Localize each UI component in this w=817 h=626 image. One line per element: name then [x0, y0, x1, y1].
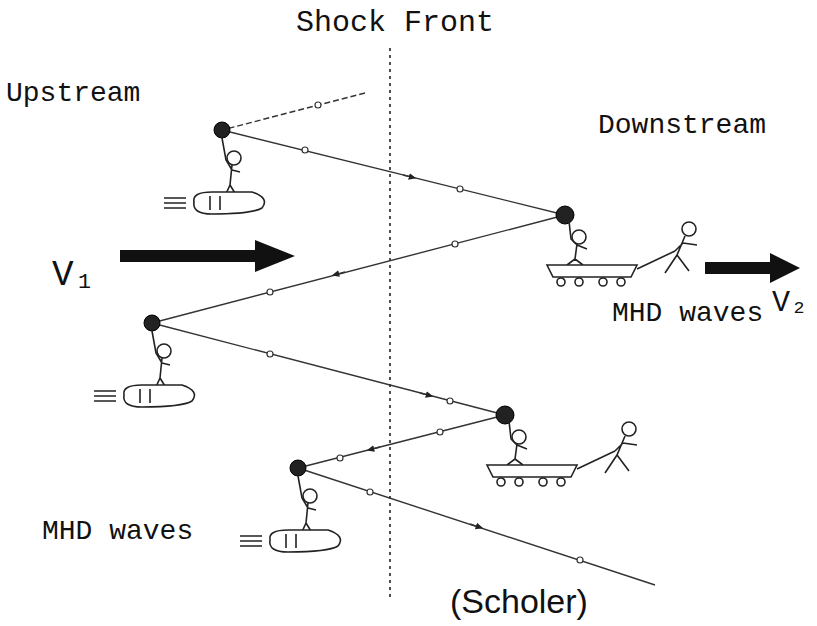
credit-label: (Scholer) — [450, 584, 588, 618]
region-label: Downstream — [598, 112, 766, 140]
region-label: Shock Front — [296, 8, 494, 38]
wave-label: MHD waves — [612, 300, 763, 328]
shock-front-line — [389, 48, 391, 600]
path-dots — [267, 102, 583, 563]
velocity-label: V₂ — [772, 288, 808, 318]
velocity-label: V₁ — [52, 258, 95, 294]
region-label: Upstream — [6, 80, 140, 108]
cart-figure — [487, 221, 697, 486]
wave-label: MHD waves — [42, 518, 193, 546]
surfer-figure — [94, 138, 340, 552]
particle — [144, 122, 574, 476]
flow-arrow — [120, 240, 295, 272]
particle-path — [152, 93, 655, 585]
direction-arrows — [335, 175, 480, 527]
flow-arrow — [705, 253, 800, 283]
